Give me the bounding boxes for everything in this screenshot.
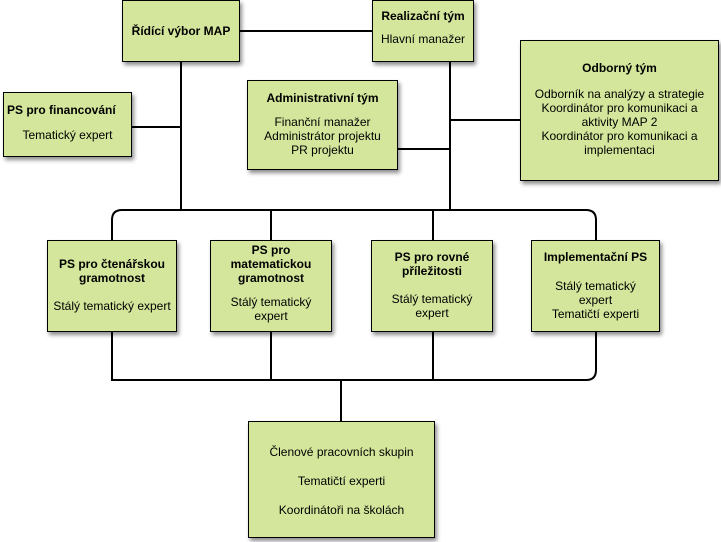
box-ps-rovne-title-2: příležitosti: [401, 264, 462, 278]
box-administrativni-tym-role-2: Administrátor projektu: [264, 129, 381, 143]
box-administrativni-tym-role-3: PR projektu: [291, 143, 354, 157]
box-implementacni-ps-title: Implementační PS: [543, 250, 648, 264]
box-ridici-vybor-title: Řídící výbor MAP: [131, 24, 231, 38]
box-ps-matematicka-title-1: PS pro: [251, 243, 291, 257]
box-ps-rovne-title-1: PS pro rovné: [394, 250, 470, 264]
box-implementacni-ps: Implementační PS Stálý tematický expert …: [531, 240, 660, 332]
box-odborny-tym-role-2a: Koordinátor pro komunikaci a: [541, 101, 698, 115]
upper-bus: [111, 209, 597, 240]
box-clenove-pracovnich-skupin: Členové pracovních skupin Tematičtí expe…: [248, 421, 435, 538]
box-administrativni-tym-role-1: Finanční manažer: [274, 115, 371, 129]
box-ps-financovani-title: PS pro financování: [7, 103, 116, 117]
box-ps-matematicka-role-1: Stálý tematický: [230, 295, 312, 309]
box-implementacni-ps-role-3: Tematičtí experti: [551, 307, 640, 321]
box-clenove-line-3: Koordinátoři na školách: [278, 503, 405, 517]
box-ps-ctenarska-gramotnost: PS pro čtenářskou gramotnost Stálý temat…: [47, 240, 177, 332]
box-ps-matematicka-title-3: gramotnost: [238, 271, 304, 285]
box-ps-financovani-role: Tematický expert: [22, 128, 113, 142]
box-realizacni-tym-title: Realizační tým: [381, 9, 465, 23]
box-ps-rovne-role-1: Stálý tematický: [391, 292, 473, 306]
box-ps-matematicka-title-2: matematickou: [230, 257, 312, 271]
box-ps-matematicka-gramotnost: PS pro matematickou gramotnost Stálý tem…: [210, 240, 332, 332]
box-odborny-tym-role-3a: Koordinátor pro komunikaci a: [541, 129, 698, 143]
box-implementacni-ps-role-2: expert: [578, 293, 613, 307]
box-ps-rovne-prilezitosti: PS pro rovné příležitosti Stálý tematick…: [371, 240, 493, 332]
box-ps-financovani: PS pro financování Tematický expert: [3, 92, 132, 157]
box-ps-rovne-role-2: expert: [415, 306, 449, 320]
box-ps-ctenarska-role: Stálý tematický expert: [53, 299, 171, 313]
box-realizacni-tym-role: Hlavní manažer: [380, 32, 466, 46]
box-ridici-vybor: Řídící výbor MAP: [122, 0, 240, 62]
box-odborny-tym-role-1: Odborník na analýzy a strategie: [534, 87, 705, 101]
box-ps-matematicka-role-2: expert: [254, 309, 288, 323]
box-odborny-tym-role-2b: aktivity MAP 2: [581, 115, 658, 129]
box-ps-ctenarska-title-1: PS pro čtenářskou: [58, 257, 166, 271]
box-odborny-tym: Odborný tým Odborník na analýzy a strate…: [520, 40, 719, 181]
box-realizacni-tym: Realizační tým Hlavní manažer: [372, 0, 474, 62]
box-odborny-tym-title: Odborný tým: [582, 61, 657, 75]
box-odborny-tym-role-3b: implementaci: [584, 143, 655, 157]
box-implementacni-ps-role-1: Stálý tematický: [555, 279, 636, 293]
box-clenove-line-2: Tematičtí experti: [297, 474, 386, 488]
box-administrativni-tym: Administrativní tým Finanční manažer Adm…: [247, 80, 398, 170]
box-ps-ctenarska-title-2: gramotnost: [79, 271, 145, 285]
box-administrativni-tym-title: Administrativní tým: [266, 91, 379, 105]
box-clenove-line-1: Členové pracovních skupin: [269, 445, 414, 459]
lower-bus: [111, 332, 597, 381]
